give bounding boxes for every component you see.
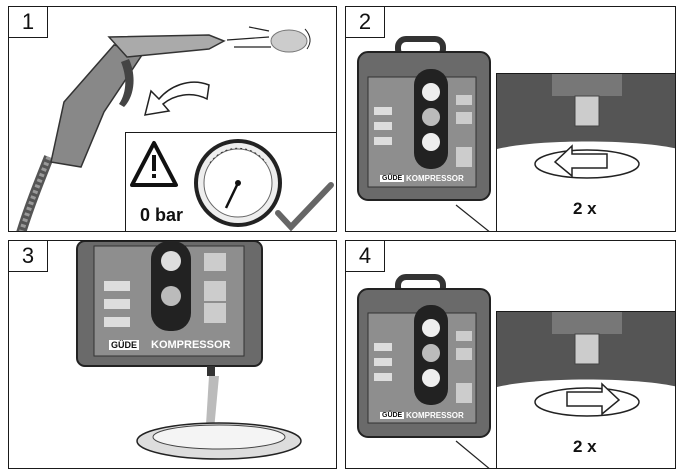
device-label: KOMPRESSOR xyxy=(406,411,464,420)
step-number: 2 xyxy=(346,7,385,38)
step-1-panel: 1 xyxy=(8,6,337,232)
brand-label: GÜDE xyxy=(109,340,140,350)
rotate-right-icon xyxy=(534,382,640,417)
device-label: KOMPRESSOR xyxy=(151,339,231,351)
checkmark-icon xyxy=(275,182,334,231)
step-number: 4 xyxy=(346,241,385,272)
valve-inset: 2 x xyxy=(496,73,675,231)
step-number: 3 xyxy=(9,241,48,272)
step-4-panel: 4 GÜDE KOMPRESSOR 2 x xyxy=(345,240,676,469)
rotate-left-icon xyxy=(534,144,640,179)
brand-label: GÜDE xyxy=(380,412,405,419)
warning-triangle-icon xyxy=(130,141,178,187)
step-2-panel: 2 GÜDE KOMPRESSOR 2 x xyxy=(345,6,676,232)
valve-inset: 2 x xyxy=(496,311,675,468)
air-gun-icon xyxy=(16,26,311,231)
compressor-illustration xyxy=(357,36,491,231)
compressor-illustration xyxy=(357,274,491,468)
device-label: KOMPRESSOR xyxy=(406,174,464,183)
compressor-illustration xyxy=(76,241,302,460)
brand-label: GÜDE xyxy=(380,175,405,182)
pressure-gauge-icon xyxy=(194,139,282,227)
turns-label: 2 x xyxy=(573,199,597,218)
turns-label: 2 x xyxy=(573,437,597,456)
gauge-inset: 0 bar xyxy=(125,132,336,231)
step-number: 1 xyxy=(9,7,48,38)
pressure-label: 0 bar xyxy=(140,205,184,225)
drain-dish-icon xyxy=(136,422,302,460)
step-3-panel: 3 GÜDE KOMPRESSOR xyxy=(8,240,337,469)
